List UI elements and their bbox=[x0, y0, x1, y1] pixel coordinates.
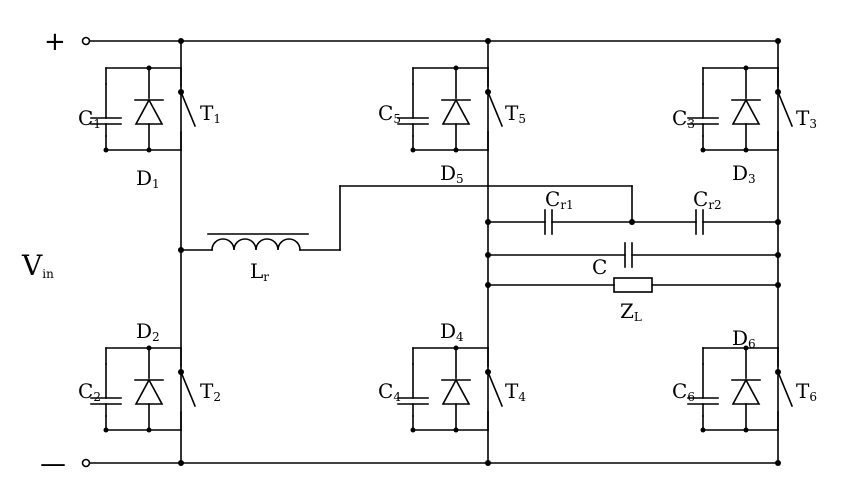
switch-cell-5 bbox=[397, 64, 503, 154]
cap-label-c6: C6 bbox=[672, 379, 695, 404]
switch-label-t3: T3 bbox=[796, 106, 817, 131]
negative-terminal-label: — bbox=[40, 449, 66, 479]
load-impedance-branch bbox=[487, 277, 779, 293]
cap-label-cr2: Cr2 bbox=[693, 187, 722, 212]
load-capacitor-branch bbox=[487, 242, 779, 268]
switch-cell-2 bbox=[90, 344, 196, 434]
switch-label-t2: T2 bbox=[200, 379, 221, 404]
switch-cell-4 bbox=[397, 344, 503, 434]
load-cap-label: C bbox=[592, 255, 607, 279]
cap-label-c1: C1 bbox=[78, 106, 101, 131]
switch-label-t6: T6 bbox=[796, 379, 817, 404]
load-impedance-label: ZL bbox=[620, 299, 642, 324]
cap-label-c2: C2 bbox=[78, 379, 101, 404]
switch-label-t1: T1 bbox=[200, 101, 221, 126]
cap-label-c3: C3 bbox=[672, 106, 695, 131]
input-voltage-label: Vin bbox=[21, 249, 54, 282]
inductor-label: Lr bbox=[250, 259, 269, 284]
cap-label-c5: C5 bbox=[378, 101, 401, 126]
switch-label-t4: T4 bbox=[505, 379, 526, 404]
resonant-capacitor-branch bbox=[487, 209, 779, 235]
switch-cell-6 bbox=[687, 344, 793, 434]
diode-label-d2: D2 bbox=[136, 319, 160, 344]
switch-cell-3 bbox=[687, 64, 793, 154]
diode-label-d3: D3 bbox=[732, 161, 756, 186]
switch-label-t5: T5 bbox=[505, 101, 526, 126]
cap-label-c4: C4 bbox=[378, 379, 401, 404]
junction-dots bbox=[178, 38, 781, 466]
cap-label-cr1: Cr1 bbox=[545, 187, 574, 212]
positive-terminal-label: + bbox=[44, 27, 66, 57]
inductor-lr bbox=[180, 185, 633, 251]
diode-label-d6: D6 bbox=[732, 326, 756, 351]
switch-cell-1 bbox=[90, 64, 196, 154]
diode-label-d1: D1 bbox=[136, 166, 160, 191]
diode-label-d4: D4 bbox=[440, 319, 464, 344]
diode-label-d5: D5 bbox=[440, 161, 464, 186]
